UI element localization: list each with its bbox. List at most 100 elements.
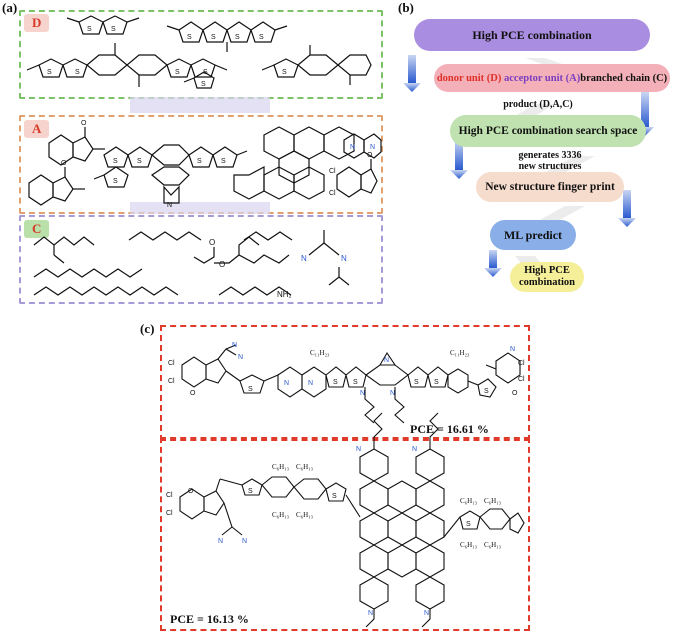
svg-text:O: O	[81, 120, 87, 127]
svg-text:S: S	[248, 386, 253, 393]
svg-text:S: S	[197, 158, 202, 165]
generates-note: generates 3336 new structures	[500, 150, 600, 172]
svg-text:N: N	[360, 390, 365, 397]
svg-text:Cl: Cl	[168, 378, 175, 385]
flow-step-ml-predict: ML predict	[490, 220, 576, 250]
acceptor-unit-text: acceptor unit (A)	[504, 72, 581, 84]
svg-text:S: S	[113, 158, 118, 165]
svg-text:Cl: Cl	[166, 510, 173, 517]
panel-a-label: (a)	[2, 0, 18, 15]
product-note: product (D,A,C)	[503, 99, 573, 110]
svg-text:N: N	[301, 254, 307, 263]
pce-value-top: PCE = 16.61 %	[410, 422, 489, 436]
svg-text:S: S	[466, 521, 471, 528]
svg-text:N: N	[341, 254, 347, 263]
flow-step-ml-predict-text: ML predict	[503, 227, 563, 242]
chain-label: C₆H₁₃	[296, 511, 314, 519]
svg-text:S: S	[175, 69, 180, 76]
svg-text:N: N	[390, 390, 395, 397]
svg-text:S: S	[434, 379, 439, 386]
svg-text:N: N	[384, 357, 389, 364]
svg-text:Cl: Cl	[329, 190, 336, 197]
svg-text:O: O	[367, 152, 373, 159]
chain-label: C₆H₁₃	[272, 511, 290, 519]
generates-note-line1: generates 3336	[518, 150, 582, 161]
svg-text:N: N	[412, 446, 417, 453]
svg-text:O: O	[219, 260, 225, 269]
amine-label: NH₂	[277, 290, 292, 299]
svg-text:S: S	[484, 388, 489, 395]
molecule-box-bottom	[160, 437, 530, 631]
chain-label: C₆H₁₃	[484, 497, 502, 505]
donor-unit-text: donor unit (D)	[436, 72, 502, 84]
svg-text:O: O	[61, 160, 67, 167]
svg-text:S: S	[113, 178, 118, 185]
chain-label: C₆H₁₃	[272, 463, 290, 471]
panel-b-label: (b)	[398, 0, 414, 15]
chain-label: C₆H₁₃	[460, 497, 478, 505]
svg-text:O: O	[188, 488, 194, 495]
svg-text:S: S	[75, 69, 80, 76]
svg-text:N: N	[238, 354, 243, 361]
chain-label: C₆H₁₃	[484, 541, 502, 549]
svg-text:S: S	[201, 81, 206, 88]
svg-text:S: S	[235, 34, 240, 41]
panel-c-label: (c)	[140, 321, 155, 336]
flow-step-units: donor unit (D) acceptor unit (A) branche…	[434, 64, 670, 92]
flow-step-high-pce-text: High PCE combination	[472, 27, 592, 42]
svg-text:S: S	[282, 69, 287, 76]
svg-text:S: S	[414, 379, 419, 386]
svg-text:Cl: Cl	[168, 360, 175, 367]
svg-text:N: N	[167, 202, 172, 209]
pce-value-bottom: PCE = 16.13 %	[170, 612, 249, 626]
svg-text:Cl: Cl	[518, 376, 525, 383]
svg-text:S: S	[137, 158, 142, 165]
chain-label: C₆H₁₃	[460, 541, 478, 549]
flow-step-high-pce: High PCE combination	[414, 19, 650, 51]
chain-label: C₆H₁₃	[296, 463, 314, 471]
branched-chain-text: branched chain (C)	[580, 72, 668, 84]
svg-text:S: S	[47, 69, 52, 76]
svg-text:N: N	[308, 380, 313, 387]
connector-band	[130, 97, 270, 113]
svg-text:S: S	[187, 34, 192, 41]
donor-tag: D	[24, 14, 50, 32]
flow-step-result-line1: High PCE	[524, 265, 570, 276]
svg-text:S: S	[248, 488, 253, 495]
flow-step-result: High PCE combination	[510, 262, 584, 292]
svg-text:S: S	[353, 379, 358, 386]
svg-text:S: S	[87, 26, 92, 33]
flow-step-fingerprint: New structure finger print	[476, 172, 624, 202]
svg-text:N: N	[370, 144, 375, 151]
svg-text:N: N	[284, 380, 289, 387]
svg-text:N: N	[242, 538, 247, 545]
svg-text:S: S	[333, 379, 338, 386]
svg-text:N: N	[350, 144, 355, 151]
svg-text:O: O	[512, 390, 518, 397]
chain-box	[19, 215, 383, 304]
flow-step-search-space-text: High PCE combination search space	[458, 125, 638, 137]
acceptor-tag: A	[24, 120, 50, 138]
svg-text:S: S	[259, 34, 264, 41]
chain-tag: C	[24, 220, 50, 238]
connector-band	[130, 202, 270, 214]
svg-text:O: O	[209, 238, 215, 247]
svg-text:Cl: Cl	[166, 492, 173, 499]
svg-text:S: S	[203, 69, 208, 76]
chain-structures: O O N N	[33, 230, 350, 296]
flow-step-result-line2: combination	[518, 277, 575, 288]
svg-text:N: N	[232, 342, 237, 349]
svg-text:Cl: Cl	[518, 360, 525, 367]
svg-text:Cl: Cl	[329, 168, 336, 175]
chain-label: C₁₁H₂₃	[450, 349, 470, 357]
svg-text:S: S	[332, 493, 337, 500]
flow-step-fingerprint-text: New structure finger print	[485, 181, 615, 193]
svg-text:N: N	[356, 446, 361, 453]
flow-step-search-space: High PCE combination search space	[450, 115, 646, 147]
svg-text:N: N	[218, 538, 223, 545]
generates-note-line2: new structures	[518, 161, 582, 172]
